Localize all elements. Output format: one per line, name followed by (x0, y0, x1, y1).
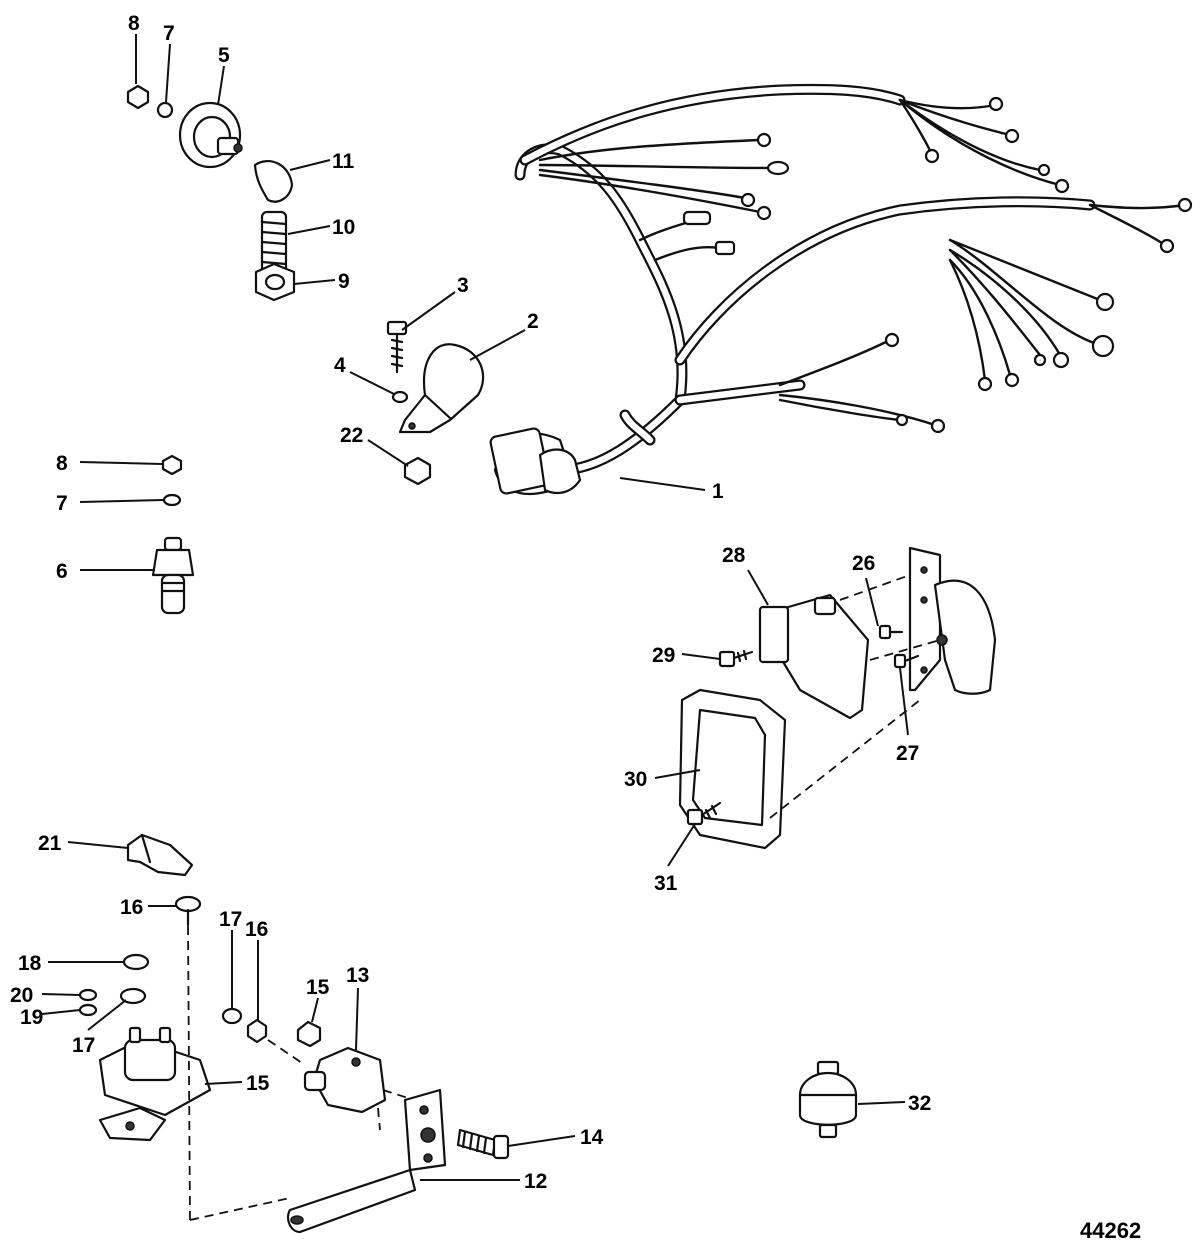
switch-13 (303, 1046, 387, 1114)
nut-17-mid (221, 1007, 243, 1025)
callout-28: 28 (722, 544, 746, 567)
callout-18: 18 (18, 952, 42, 975)
callout-8: 8 (128, 12, 140, 35)
bracket-12 (286, 1088, 447, 1234)
callout-26: 26 (852, 552, 875, 575)
ignition-module-30 (678, 688, 787, 850)
callout-9: 9 (338, 270, 350, 293)
assembly-lines (187, 574, 941, 1221)
callout-29: 29 (652, 644, 675, 667)
leader-lines (41, 34, 909, 1181)
nut-8 (126, 84, 150, 110)
callout-1: 1 (712, 480, 724, 503)
callout-30: 30 (624, 768, 647, 791)
callout-21: 21 (38, 832, 62, 855)
bolt-14 (456, 1128, 510, 1160)
nut-16-mid (246, 1018, 268, 1044)
callout-5: 5 (218, 44, 230, 67)
callout-20: 20 (10, 984, 33, 1007)
nut-15-mid (296, 1020, 322, 1048)
callout-labels: 8 7 5 11 10 9 3 2 4 22 1 8 7 6 28 26 27 … (10, 12, 1141, 1243)
fitting-9 (254, 262, 296, 302)
callout-17-top: 17 (219, 908, 242, 931)
solenoid-15 (98, 1026, 212, 1142)
clamp (398, 343, 485, 434)
callout-22: 22 (340, 424, 363, 447)
callout-19: 19 (20, 1006, 43, 1029)
callout-7-left: 7 (56, 492, 68, 515)
nut-20 (78, 988, 98, 1002)
sensor-32 (798, 1060, 858, 1139)
callout-27: 27 (896, 742, 919, 765)
callout-6: 6 (56, 560, 68, 583)
callout-10: 10 (332, 216, 355, 239)
callout-16: 16 (120, 896, 143, 919)
washer-19 (78, 1003, 98, 1017)
screw-29 (718, 649, 754, 668)
wiring-harness (489, 83, 1193, 496)
callout-12: 12 (524, 1170, 547, 1193)
callout-2: 2 (527, 310, 539, 333)
callout-13: 13 (346, 964, 369, 987)
callout-15: 15 (246, 1072, 270, 1095)
sender-6 (151, 536, 195, 615)
callout-4: 4 (334, 354, 346, 377)
screw-27 (893, 653, 920, 669)
callout-3: 3 (457, 274, 469, 297)
figure-number: 44262 (1080, 1218, 1141, 1243)
washer-7 (156, 101, 174, 119)
callout-17: 17 (72, 1034, 95, 1057)
washer-7-left (162, 493, 182, 507)
nut-18 (122, 953, 150, 971)
callout-8-left: 8 (56, 452, 68, 475)
callout-16-top: 16 (245, 918, 268, 941)
screw-26 (878, 624, 904, 640)
callout-7: 7 (163, 22, 175, 45)
callout-11: 11 (332, 150, 355, 173)
callout-32: 32 (908, 1092, 931, 1115)
elbow-11 (253, 159, 294, 203)
washer (391, 390, 409, 404)
callout-15-top: 15 (306, 976, 330, 999)
bolt-16 (174, 895, 202, 927)
callout-31: 31 (654, 872, 678, 895)
sender-5 (178, 101, 243, 169)
nut-8-left (161, 454, 183, 476)
nipple-10 (260, 210, 288, 276)
mounting-bracket (908, 546, 997, 695)
washer-17 (119, 987, 147, 1005)
module-28 (758, 593, 870, 720)
bracket-21 (126, 833, 194, 877)
nut (403, 456, 432, 486)
callout-14: 14 (580, 1126, 604, 1149)
